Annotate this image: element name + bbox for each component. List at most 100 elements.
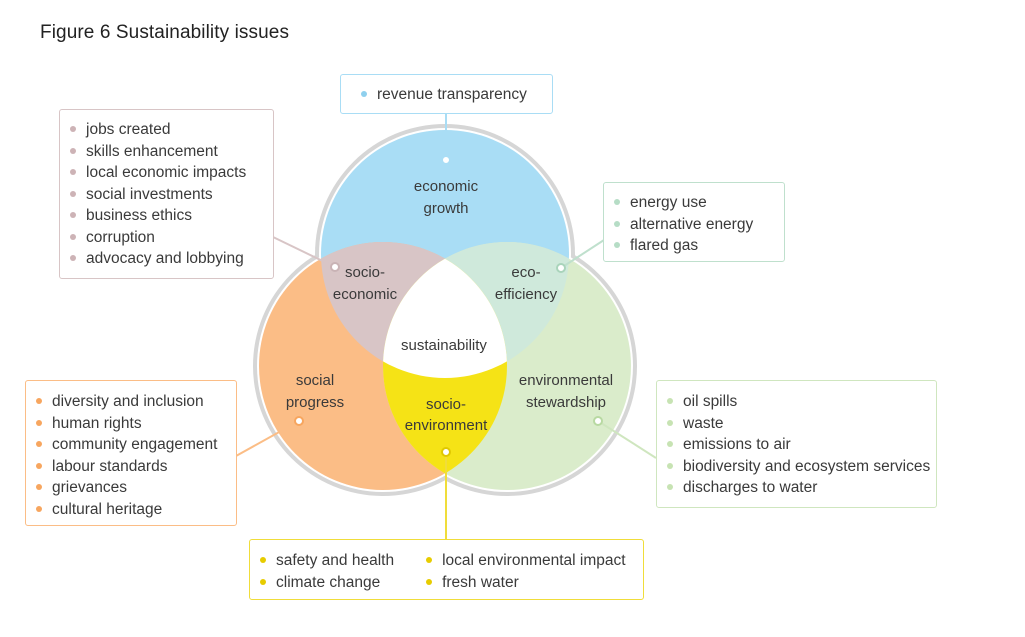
bullet-dot-icon [667,484,673,490]
socio-environment-box: safety and health climate change local en… [249,539,644,600]
bullet-dot-icon [70,169,76,175]
list-item-text: diversity and inclusion [52,393,204,410]
list-item: alternative energy [612,214,774,236]
list-item: waste [665,413,926,435]
list-item-text: human rights [52,414,142,432]
list-item-text: safety and health [276,552,395,569]
connector-socio-economic-end [330,262,340,272]
list-item: business ethics [68,205,263,227]
bullet-dot-icon [36,441,42,447]
bullet-dot-icon [426,557,433,563]
bullet-dot-icon [667,462,673,469]
connector-social-end [294,416,304,426]
socio-environment-label-line1: socio- [426,396,466,413]
social-list: diversity and inclusion human rights commu… [34,391,226,520]
bullet-dot-icon [36,505,42,512]
connector-revenue-end [441,155,451,165]
bullet-dot-icon [70,126,76,132]
sustainability-label: sustainability [401,337,487,354]
list-item-text: community engagement [52,436,218,453]
economic-label-line1: economic [414,178,479,195]
environmental-label-line1: environmental [519,372,613,389]
environmental-box: oil spills waste emissions to air biodivers… [656,380,937,508]
list-item-text: revenue transparency [377,86,527,103]
list-item: safety and health [258,550,394,572]
socio-economic-label-line2: economic [333,286,398,303]
list-item: grievances [34,477,226,499]
bullet-dot-icon [70,233,76,240]
revenue-list: revenue transparency [359,84,542,106]
list-item: social investments [68,184,263,206]
socio-environment-columns: safety and health climate change local en… [258,550,633,593]
list-item: flared gas [612,235,774,257]
list-item: oil spills [665,391,926,413]
list-item-text: advocacy and lobbying [86,250,244,267]
list-item: biodiversity and ecosystem services [665,456,930,478]
connector-eco-efficiency-end [556,263,566,273]
social-label-line1: social [296,372,334,389]
bullet-dot-icon [667,398,673,404]
list-item-text: oil spills [683,393,738,410]
list-item-text: discharges to water [683,479,818,496]
revenue-box: revenue transparency [340,74,553,114]
list-item-text: grievances [52,479,127,496]
bullet-dot-icon [70,147,76,154]
list-item-text: business ethics [86,207,192,224]
bullet-dot-icon [36,398,42,404]
list-item: skills enhancement [68,141,263,163]
list-item-text: waste [683,414,724,432]
socio-economic-label-line1: socio- [345,264,385,281]
bullet-dot-icon [614,220,620,227]
bullet-dot-icon [667,419,673,426]
connector-social [235,420,300,457]
social-box: diversity and inclusion human rights commu… [25,380,237,526]
environmental-list: oil spills waste emissions to air biodivers… [665,391,930,499]
connector-eco-efficiency [560,239,605,269]
list-item-text: labour standards [52,457,168,475]
eco-efficiency-label-line1: eco- [511,264,540,281]
list-item: revenue transparency [359,84,542,106]
bullet-dot-icon [36,484,42,490]
list-item: energy use [612,192,774,214]
list-item-text: alternative energy [630,215,754,233]
bullet-dot-icon [70,255,76,261]
list-item-text: fresh water [442,573,519,591]
connector-environmental-end [593,416,603,426]
bullet-dot-icon [36,462,42,469]
socio-environment-label-line2: environment [405,417,488,434]
list-item-text: emissions to air [683,436,791,453]
list-item-text: cultural heritage [52,500,163,518]
social-label-line2: progress [286,394,344,411]
figure-title: Figure 6 Sustainability issues [40,22,290,43]
list-item-text: corruption [86,228,155,246]
bullet-dot-icon [260,557,266,563]
list-item: discharges to water [665,477,926,499]
list-item: emissions to air [665,434,926,456]
bullet-dot-icon [614,242,620,248]
list-item: corruption [68,227,263,249]
economic-label-line2: growth [423,200,468,217]
list-item: community engagement [34,434,226,456]
list-item: advocacy and lobbying [68,248,263,270]
eco-efficiency-label-line2: efficiency [495,286,558,303]
list-item-text: flared gas [630,237,699,254]
bullet-dot-icon [667,441,673,447]
bullet-dot-icon [70,212,76,218]
bullet-dot-icon [70,190,76,197]
list-item-text: social investments [86,185,213,203]
list-item-text: local economic impacts [86,164,247,181]
list-item-text: local environmental impact [442,552,626,569]
list-item-text: skills enhancement [86,142,218,160]
list-item: fresh water [424,572,626,594]
bullet-dot-icon [260,578,266,585]
connector-environmental [597,420,657,459]
bullet-dot-icon [426,578,433,585]
list-item: labour standards [34,456,226,478]
socio-environment-list-col2: local environmental impact fresh water [424,550,626,593]
connector-socio-environment-end [441,447,451,457]
list-item: climate change [258,572,394,594]
list-item-text: climate change [276,573,381,591]
